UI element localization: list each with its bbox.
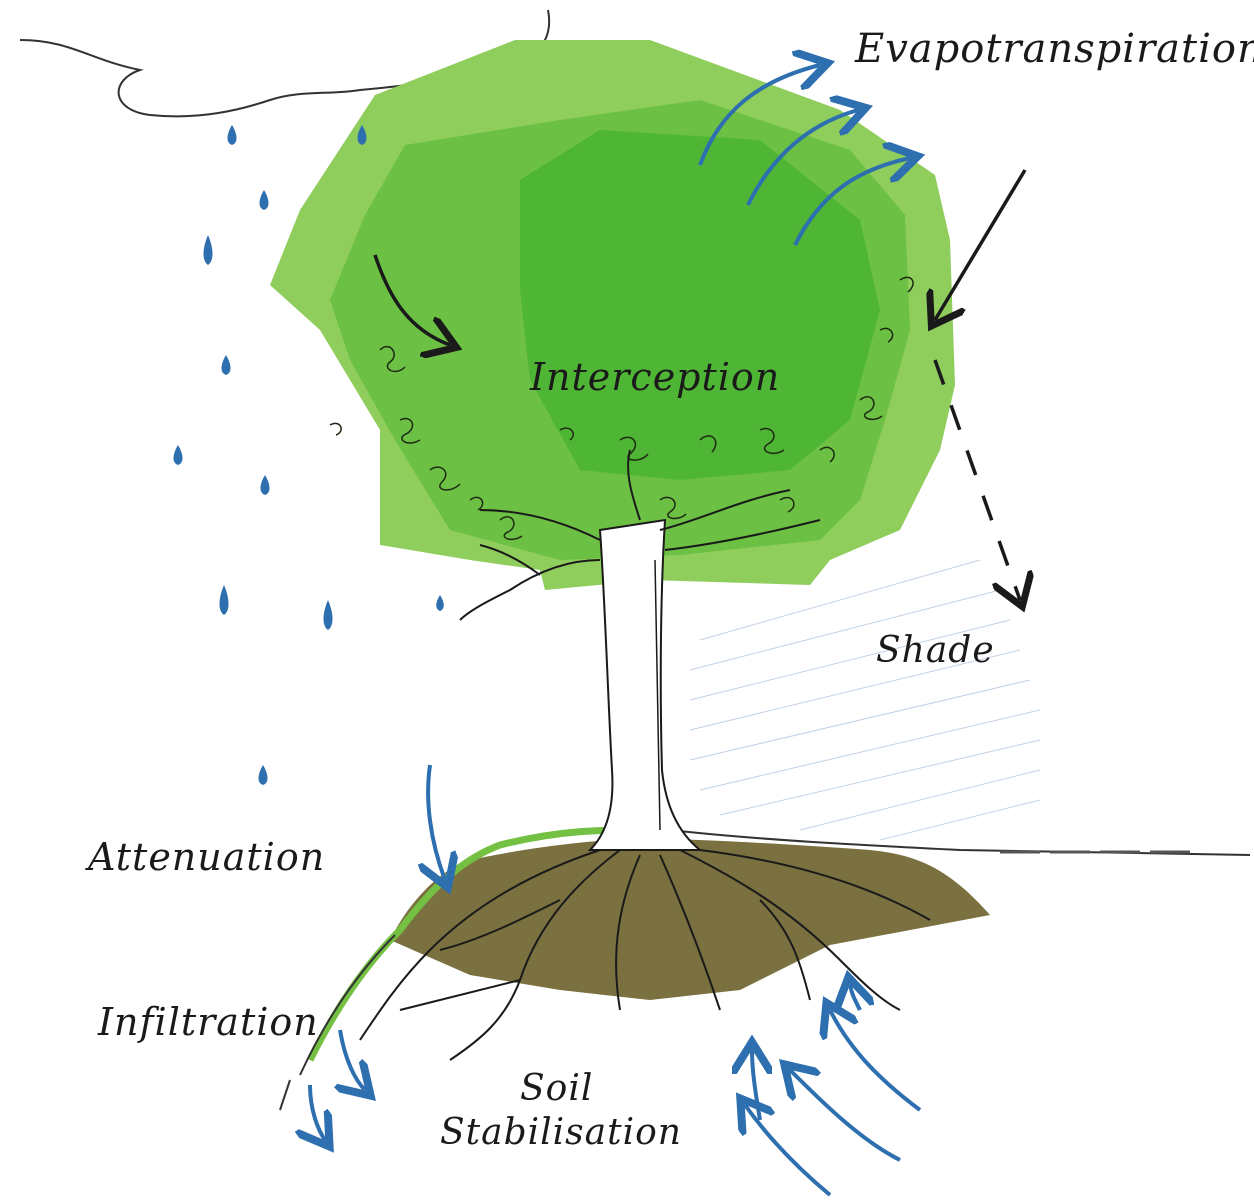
label-stabilisation: Stabilisation [440, 1112, 682, 1153]
uptake-arrow-4 [752, 1050, 760, 1120]
uptake-arrow-1 [790, 1070, 900, 1160]
uptake-arrow-5 [850, 985, 860, 1010]
shade-hatching [690, 560, 1040, 840]
attenuation-arrow [428, 765, 445, 880]
infiltration-arrow-2 [310, 1085, 325, 1140]
label-attenuation: Attenuation [88, 835, 325, 879]
soil-ground [390, 838, 990, 1000]
uptake-arrow-3 [830, 1010, 920, 1110]
label-evapotranspiration: Evapotranspiration [855, 26, 1254, 72]
label-infiltration: Infiltration [98, 1000, 319, 1044]
label-soil: Soil [520, 1068, 593, 1109]
label-shade: Shade [876, 630, 995, 671]
tree-canopy [270, 40, 955, 590]
label-interception: Interception [530, 355, 780, 399]
